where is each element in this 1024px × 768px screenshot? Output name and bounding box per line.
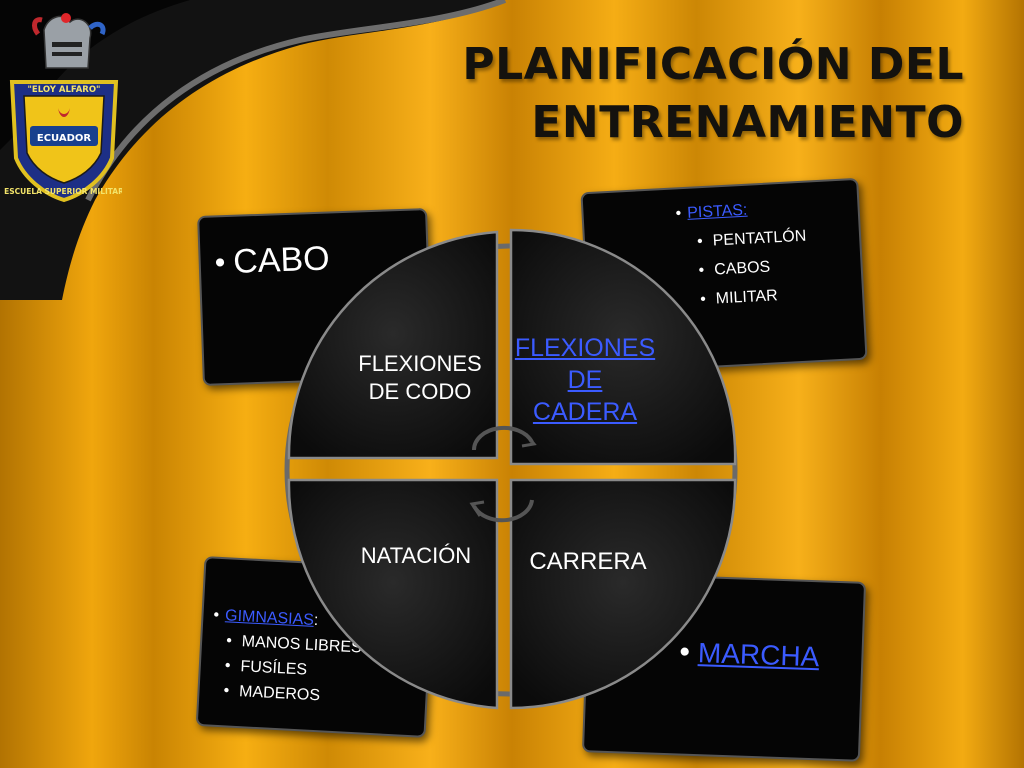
quadrant-bottom-right — [509, 478, 737, 710]
emblem-center-text: ECUADOR — [37, 133, 92, 144]
cycle-arrows-icon — [469, 425, 537, 523]
bullet-icon: • — [675, 205, 682, 223]
pistas-link[interactable]: PISTAS: — [686, 201, 748, 222]
quadrant-top-right — [509, 228, 737, 466]
quadrant-label-natacion: NATACIÓN — [360, 543, 472, 568]
quadrant-label-flexiones-codo: FLEXIONES DE CODO — [358, 351, 482, 404]
emblem-ring-text: ESCUELA SUPERIOR MILITAR — [4, 187, 122, 196]
bullet-icon: • — [213, 606, 220, 624]
cycle-circle — [284, 228, 738, 710]
military-school-emblem: "ELOY ALFARO" ECUADOR ESCUELA SUPERIOR M… — [4, 13, 122, 203]
helmet-icon — [32, 13, 106, 69]
cycle-diagram: FLEXIONES DE CODO FLEXIONES DE CADERA NA… — [280, 228, 742, 712]
emblem-top-text: "ELOY ALFARO" — [28, 85, 101, 95]
title-line-2: ENTRENAMIENTO — [531, 97, 964, 148]
quadrant-label-flexiones-cadera[interactable]: FLEXIONES DE CADERA — [514, 334, 656, 426]
quadrant-label-carrera: CARRERA — [529, 548, 647, 575]
quadrant-bottom-left — [287, 478, 499, 710]
page-title: PLANIFICACIÓN DEL ENTRENAMIENTO — [462, 36, 964, 152]
quadrant-top-left — [287, 230, 499, 460]
title-line-1: PLANIFICACIÓN DEL — [462, 39, 964, 90]
bullet-icon: • — [214, 245, 226, 279]
